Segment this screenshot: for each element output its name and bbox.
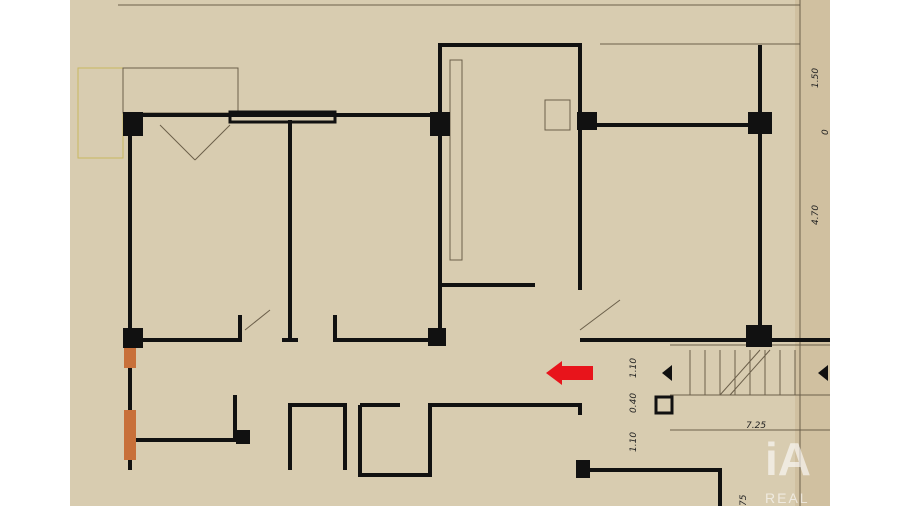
svg-text:REAL: REAL	[765, 490, 810, 506]
thin-lines	[77, 0, 830, 506]
stair-treads	[689, 350, 796, 395]
stair-arrow-icon	[662, 365, 672, 381]
floor-plan: 1.50 0 4.70 1.10 0.40 1.10 7.25 75 iA RE…	[70, 0, 830, 506]
dim-stair-c: 1.10	[629, 432, 639, 452]
dim-stair-a: 1.10	[629, 358, 639, 378]
stair-arrow-icon	[818, 365, 828, 381]
dim-right-mid: 4.70	[811, 205, 821, 225]
dim-right-small: 0	[821, 129, 830, 135]
dim-stair-b: 0.40	[629, 393, 639, 413]
dim-bottom: 75	[739, 494, 749, 506]
post	[654, 395, 674, 415]
paper-edge-shade	[795, 0, 830, 506]
watermark-logo: iA REAL	[765, 433, 811, 506]
red-arrow-icon	[546, 361, 593, 385]
dim-stair-length: 7.25	[746, 421, 766, 431]
svg-text:iA: iA	[765, 433, 811, 485]
columns	[123, 112, 772, 478]
column-accent	[124, 348, 136, 368]
dim-right-top: 1.50	[811, 68, 821, 88]
column-accent	[124, 410, 136, 460]
